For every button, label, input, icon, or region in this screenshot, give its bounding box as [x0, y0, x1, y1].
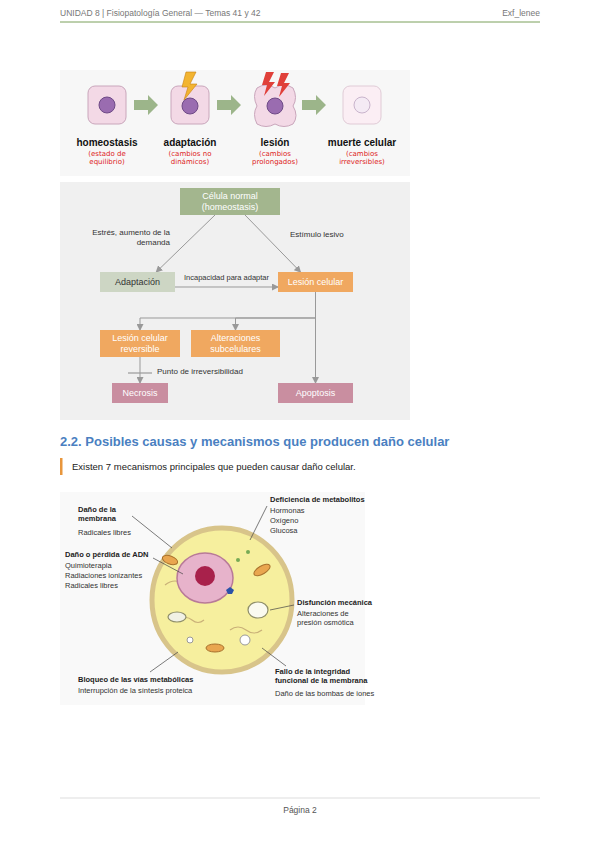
- stage-name: lesión: [235, 137, 315, 149]
- mechanism-title: Fallo de la integridad funcional de la m…: [275, 668, 375, 685]
- process-box: Alteraciones subcelulares: [191, 330, 280, 357]
- flow-arrow: [175, 287, 278, 288]
- edge-label: Incapacidad para adaptar: [176, 273, 277, 282]
- node-text: Necrosis: [122, 388, 157, 398]
- handwritten-note: (cambios irreversibles): [334, 150, 390, 166]
- node-text: Alteraciones subcelulares: [195, 333, 276, 354]
- mechanism-cause: Alteraciones de presión osmótica: [297, 610, 363, 627]
- running-header: UNIDAD 8 | Fisiopatología General — Tema…: [60, 8, 420, 18]
- edge-label: Estrés, aumento de la demanda: [92, 228, 170, 247]
- mechanism-cause: Interrupción de la síntesis proteica: [78, 687, 228, 696]
- node-text: Apoptosis: [296, 388, 336, 398]
- flow-arrow: [236, 292, 316, 330]
- handwritten-note: (cambios prolongados): [246, 150, 304, 166]
- process-box: Lesión celular: [278, 272, 353, 292]
- mechanism-cause: Radicales libres: [78, 529, 158, 538]
- mechanism-cause: Radicales libres: [65, 582, 150, 591]
- flow-arrow: [140, 357, 141, 383]
- stage-name: adaptación: [150, 137, 230, 149]
- mechanism-cause: Hormonas: [270, 507, 350, 516]
- stage-name: homeostasis: [67, 137, 147, 149]
- quote-text: Existen 7 mecanismos principales que pue…: [72, 461, 542, 472]
- node-text: Adaptación: [115, 277, 160, 287]
- process-box: Célula normal (homeostasis): [180, 188, 280, 215]
- edge-label: Punto de irreversibilidad: [157, 367, 277, 377]
- node-text: Lesión celular reversible: [104, 333, 176, 354]
- mechanism-cause: Glucosa: [270, 527, 350, 536]
- mechanism-cause: Radiaciones ionizantes: [65, 572, 153, 581]
- mechanism-cause: Oxígeno: [270, 517, 350, 526]
- mechanism-title: Daño o pérdida de ADN: [65, 551, 160, 560]
- mechanism-cause: Daño de las bombas de iones: [275, 690, 395, 699]
- mechanism-title: Deficiencia de metabolitos: [270, 496, 390, 505]
- outcome-box: Apoptosis: [278, 383, 353, 403]
- node-text: Célula normal (homeostasis): [184, 191, 276, 212]
- handwritten-note: (cambios no dinámicos): [160, 150, 220, 166]
- section-heading: 2.2. Posibles causas y mecanismos que pr…: [60, 434, 540, 450]
- stage-name: muerte celular: [317, 137, 407, 149]
- flow-arrow: [315, 292, 316, 383]
- node-text: Lesión celular: [288, 277, 344, 287]
- edge-label: Estímulo lesivo: [290, 230, 370, 240]
- mechanism-title: Daño de la membrana: [78, 506, 138, 523]
- handwritten-note: (estado de equilibrio): [78, 150, 136, 166]
- mechanism-title: Bloqueo de las vías metabólicas: [78, 676, 218, 685]
- flow-arrow: [245, 215, 301, 272]
- flow-arrow: [140, 292, 316, 330]
- outcome-box: Necrosis: [112, 383, 168, 403]
- process-box: Adaptación: [100, 272, 175, 292]
- author-tag: Exf_lenee: [440, 8, 540, 18]
- page-number: Página 2: [250, 805, 350, 815]
- mechanism-cause: Quimioterapia: [65, 562, 150, 571]
- process-box: Lesión celular reversible: [100, 330, 180, 357]
- mechanism-title: Disfunción mecánica: [297, 599, 382, 608]
